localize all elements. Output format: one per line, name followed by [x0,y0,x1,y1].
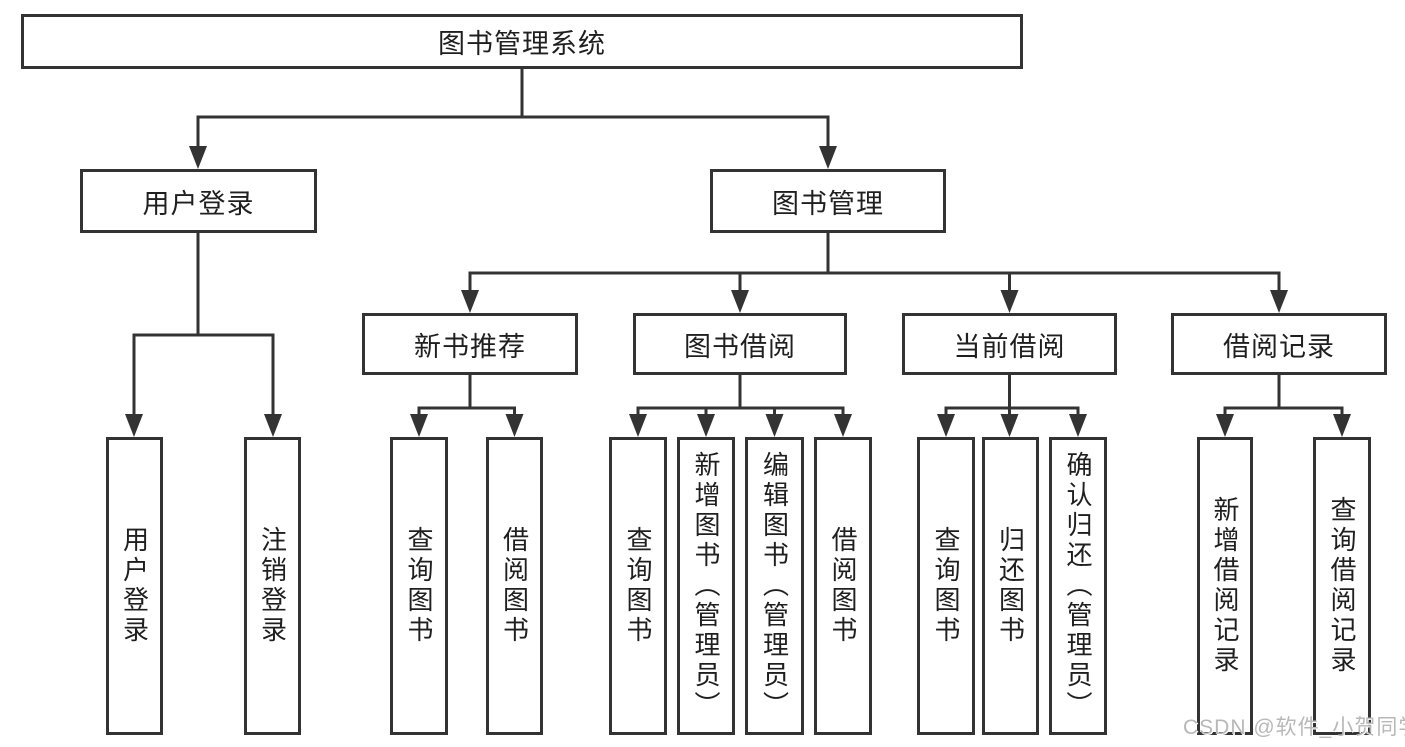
leaf-bb-query-books: 查询图书 [609,437,667,735]
leaf-cb-return-books: 归还图书 [982,437,1039,735]
connector-root [189,68,837,169]
leaf-br-add-record: 新增借阅记录 [1197,437,1253,735]
leaf-logout: 注销登录 [244,437,301,735]
watermark: CSDN @软件_小贺同学 [1183,716,1405,739]
connector-user-login [125,233,282,437]
node-new-book-recommend: 新书推荐 [362,313,578,375]
leaf-br-query-record: 查询借阅记录 [1313,437,1371,735]
connector-new-book-recommend [410,375,524,437]
leaf-cb-confirm-return-admin: 确认归还（管理员） [1049,437,1107,735]
connector-borrowing-records [1216,375,1351,437]
node-user-login: 用户登录 [80,169,317,233]
leaf-cb-query-books: 查询图书 [917,437,975,735]
connector-current-borrowing [937,375,1087,437]
leaf-nb-borrow-books: 借阅图书 [486,437,543,735]
node-library-system: 图书管理系统 [21,14,1023,69]
node-book-borrowing: 图书借阅 [633,313,847,375]
node-current-borrowing: 当前借阅 [902,313,1117,375]
leaf-bb-borrow-books: 借阅图书 [814,437,872,735]
node-book-management: 图书管理 [710,169,946,233]
leaf-user-login: 用户登录 [106,437,163,735]
connector-book-management [461,233,1288,313]
leaf-bb-edit-books-admin: 编辑图书（管理员） [745,437,804,735]
leaf-nb-query-books: 查询图书 [390,437,448,735]
node-borrowing-records: 借阅记录 [1171,313,1387,375]
leaf-bb-add-books-admin: 新增图书（管理员） [677,437,735,735]
connector-book-borrowing [629,375,852,437]
